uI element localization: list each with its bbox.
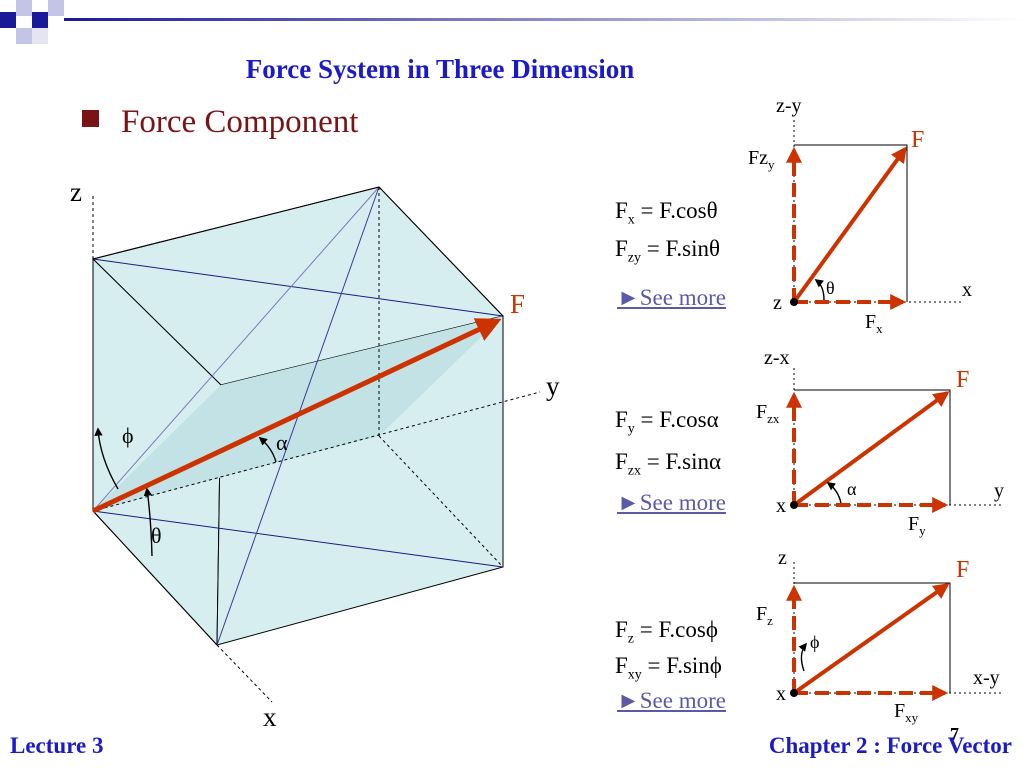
equation-fy: Fy = F.cosα xyxy=(615,407,719,438)
angle-arc xyxy=(798,642,808,672)
deco-square xyxy=(16,0,32,16)
horizontal-component-label: Fx xyxy=(865,311,883,336)
origin-label: z xyxy=(773,292,782,314)
equation-fzx: Fzx = F.sinα xyxy=(615,449,721,480)
force-arrow xyxy=(792,391,950,507)
deco-square xyxy=(48,0,64,16)
angle-arc xyxy=(814,278,825,301)
force-label: F xyxy=(956,367,969,393)
component-diagram-xy: z x-y x F Fz Fxy ϕ xyxy=(756,547,1002,725)
equation-fx: Fx = F.cosθ xyxy=(615,198,718,229)
component-box xyxy=(794,582,951,693)
origin-point xyxy=(790,298,798,306)
vertical-axis-label: z-y xyxy=(776,95,802,117)
vertical-component-label: Fz xyxy=(756,603,773,628)
hidden-edge xyxy=(378,435,504,568)
vertical-component-label: Fzy xyxy=(748,147,775,172)
deco-square xyxy=(16,28,32,44)
origin-point xyxy=(790,501,798,509)
alpha-arc xyxy=(258,436,277,463)
x-axis xyxy=(216,644,273,703)
eq-lhs-sub: zy xyxy=(627,250,642,266)
vertical-axis-label: z xyxy=(778,547,787,569)
vertical-component-label: Fzx xyxy=(756,401,780,426)
eq-lhs: F xyxy=(615,198,628,223)
angle-label: ϕ xyxy=(810,632,819,652)
origin-label: x xyxy=(776,683,786,705)
equation-fz: Fz = F.cosϕ xyxy=(615,617,718,648)
eq-lhs: F xyxy=(615,449,628,474)
horizontal-axis-label: x xyxy=(962,279,972,301)
theta-arc xyxy=(143,487,153,557)
page-number: 7 xyxy=(950,724,959,744)
see-more-link[interactable]: ►See more xyxy=(617,285,726,310)
cube-edge xyxy=(378,186,504,317)
z-axis-label: z xyxy=(70,177,82,207)
force-label: F xyxy=(911,127,924,153)
y-axis xyxy=(92,391,541,512)
equation-fxy: Fxy = F.sinϕ xyxy=(615,653,722,684)
bullet-square-icon xyxy=(82,110,99,127)
equation-fzy: Fzy = F.sinθ xyxy=(615,236,720,267)
origin-label: x xyxy=(776,495,786,517)
header-decoration xyxy=(0,0,1024,44)
horizontal-axis-label: x-y xyxy=(973,667,1000,689)
cube-diagram: z y x F ϕ α θ xyxy=(70,177,560,732)
bullet-text: Force Component xyxy=(121,104,359,140)
see-more-link[interactable]: ►See more xyxy=(617,490,726,515)
deco-square xyxy=(32,28,48,44)
y-axis-label: y xyxy=(546,371,560,401)
eq-lhs: F xyxy=(615,407,628,432)
force-arrow xyxy=(91,318,502,514)
phi-label: ϕ xyxy=(122,423,134,448)
angle-label: θ xyxy=(826,278,835,298)
origin-point xyxy=(790,689,798,697)
eq-lhs: F xyxy=(615,653,628,678)
diagonal-edge xyxy=(92,510,504,568)
horizontal-axis-label: y xyxy=(994,480,1004,502)
eq-rhs: = F.cosϕ xyxy=(634,617,718,642)
x-axis-label: x xyxy=(263,702,277,732)
eq-rhs: = F.sinα xyxy=(641,449,722,474)
eq-lhs-sub: z xyxy=(627,631,635,647)
force-label: F xyxy=(956,557,969,583)
eq-rhs: = F.cosα xyxy=(634,407,719,432)
eq-rhs: = F.sinθ xyxy=(641,236,721,261)
force-arrow xyxy=(792,146,907,304)
component-diagram-zy: z-y x z F Fzy Fx θ xyxy=(748,95,972,336)
eq-lhs: F xyxy=(615,236,628,261)
eq-lhs-sub: xy xyxy=(627,667,642,683)
force-arrow xyxy=(792,583,950,695)
angle-label: α xyxy=(847,479,857,499)
diagonal-edge xyxy=(92,258,504,317)
cube-edge xyxy=(92,510,218,646)
force-label: F xyxy=(510,289,525,319)
angle-arc xyxy=(826,482,842,504)
footer-lecture: Lecture 3 xyxy=(10,733,104,758)
header-line xyxy=(64,18,1024,21)
theta-label: θ xyxy=(151,523,162,548)
footer-chapter: Chapter 2 : Force Vector xyxy=(768,733,1012,758)
deco-square xyxy=(0,12,16,28)
horizontal-component-label: Fxy xyxy=(894,700,919,725)
component-diagram-zx: z-x y x F Fzx Fy α xyxy=(756,347,1004,538)
bullet-item: Force Component xyxy=(82,104,358,141)
cube-edge xyxy=(92,186,380,260)
eq-lhs-sub: x xyxy=(627,212,635,228)
eq-lhs: F xyxy=(615,617,628,642)
phi-arc xyxy=(94,427,119,490)
eq-lhs-sub: zx xyxy=(627,463,642,479)
eq-rhs: = F.sinϕ xyxy=(641,653,722,678)
component-box xyxy=(794,389,951,505)
eq-lhs-sub: y xyxy=(627,421,635,437)
alpha-label: α xyxy=(276,430,288,455)
slide-title: Force System in Three Dimension xyxy=(245,54,635,84)
vertical-axis-label: z-x xyxy=(764,347,790,369)
eq-rhs: = F.cosθ xyxy=(634,198,718,223)
deco-square xyxy=(32,12,48,28)
diagonal-edge xyxy=(92,186,380,512)
component-box xyxy=(794,144,908,302)
see-more-link[interactable]: ►See more xyxy=(617,688,726,713)
horizontal-component-label: Fy xyxy=(908,513,926,538)
